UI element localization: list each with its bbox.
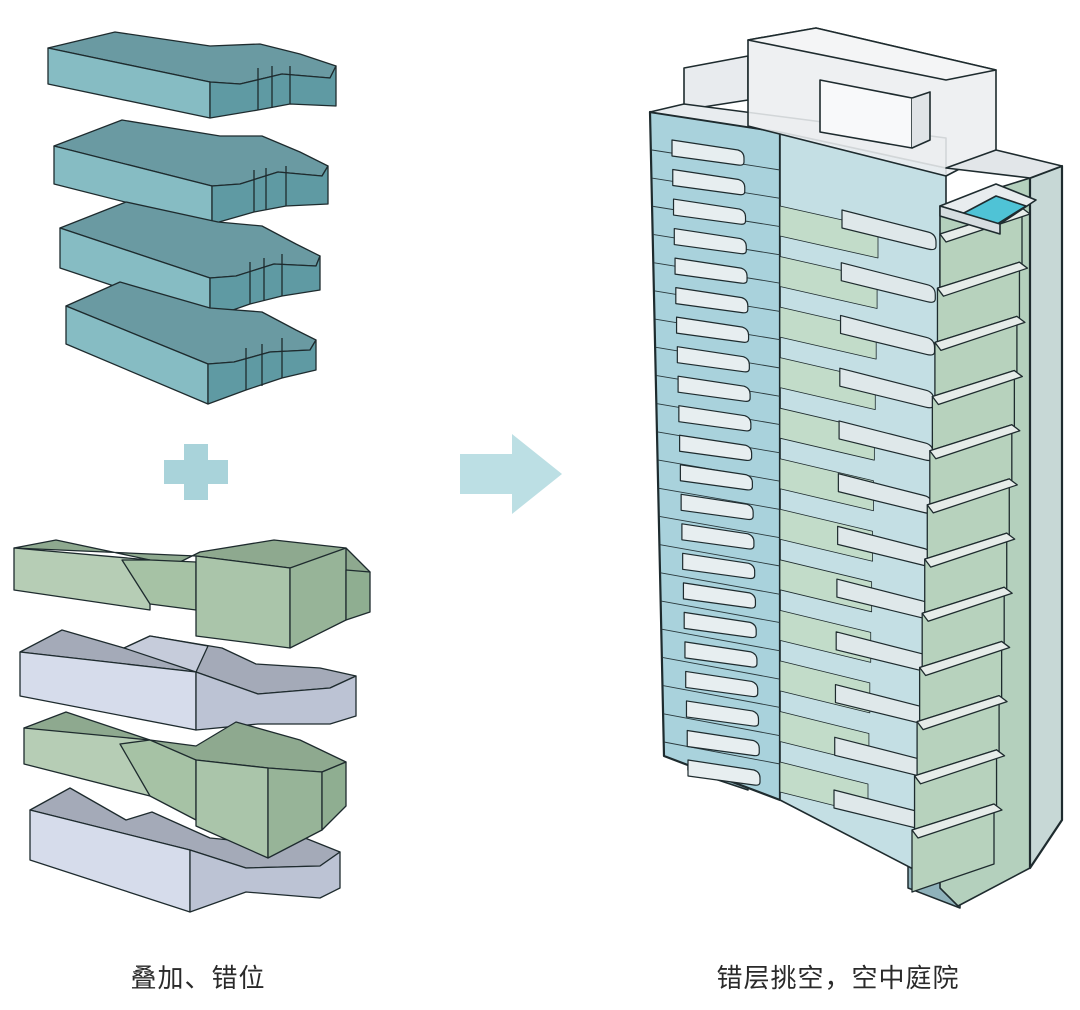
left-balcony <box>685 700 760 727</box>
left-balcony <box>673 227 747 255</box>
right-module-slab <box>931 369 1024 406</box>
left-balcony <box>675 316 750 343</box>
left-balcony <box>677 375 751 402</box>
left-balcony <box>682 582 757 609</box>
floor-line <box>661 600 781 624</box>
caption-skygarden: 错层挑空，空中庭院 <box>716 964 960 994</box>
floor-line <box>659 544 781 567</box>
left-balcony <box>672 198 747 225</box>
caption-stack-offset: 叠加、错位 <box>130 964 266 994</box>
floor-line <box>659 516 781 539</box>
right-module-slab <box>916 694 1008 731</box>
floor-line <box>660 572 781 595</box>
tower <box>648 27 1064 909</box>
floor-line <box>661 628 781 652</box>
floor-line <box>663 713 781 737</box>
floor-line <box>658 487 781 510</box>
teal-slab-4 <box>65 281 317 405</box>
right-module-slab <box>921 586 1013 622</box>
green-panel <box>779 508 873 562</box>
left-balcony <box>675 287 749 314</box>
tower-left-balconies <box>671 139 761 786</box>
teal-slab-2 <box>53 119 329 225</box>
right-module-slab <box>918 640 1011 677</box>
right-module-slab <box>934 315 1026 352</box>
left-balcony <box>679 464 753 491</box>
right-arrow-icon <box>460 434 562 514</box>
left-balcony <box>676 346 750 373</box>
tower-far-edge <box>1028 164 1064 870</box>
floor-line <box>662 685 781 708</box>
middle-balcony <box>840 262 936 303</box>
left-balcony <box>685 670 759 698</box>
middle-balcony <box>841 209 937 251</box>
teal-slab-stack <box>47 31 337 405</box>
right-module-slab <box>911 803 1003 839</box>
left-balcony <box>687 759 761 786</box>
tower-crown <box>649 27 1063 235</box>
left-balcony <box>684 641 758 668</box>
right-module-slab <box>926 478 1018 514</box>
left-balcony <box>672 168 746 196</box>
right-module-slab <box>913 749 1006 785</box>
left-balcony <box>683 611 757 639</box>
right-module-slab <box>929 424 1021 460</box>
left-balcony <box>680 493 754 521</box>
tower-right-modules <box>911 207 1031 893</box>
lavender-volume-1 <box>19 629 357 731</box>
teal-slab-3 <box>59 201 321 319</box>
green-volume-1 <box>13 539 371 649</box>
left-balcony <box>679 434 753 462</box>
left-balcony <box>671 139 745 166</box>
right-module-slab <box>936 261 1029 297</box>
left-balcony <box>681 523 755 550</box>
left-balcony <box>682 552 756 580</box>
left-balcony <box>678 405 752 432</box>
green-volume-2 <box>23 711 347 859</box>
floor-line <box>662 656 781 680</box>
right-module-slab <box>924 532 1016 568</box>
left-balcony <box>674 257 748 284</box>
green-panel <box>779 458 874 512</box>
tower-middle-balconies <box>833 209 937 831</box>
plus-icon <box>164 444 228 500</box>
left-balcony <box>686 729 760 757</box>
green-lavender-stack <box>13 539 371 913</box>
teal-slab-1 <box>47 31 337 119</box>
floor-line <box>663 741 781 765</box>
